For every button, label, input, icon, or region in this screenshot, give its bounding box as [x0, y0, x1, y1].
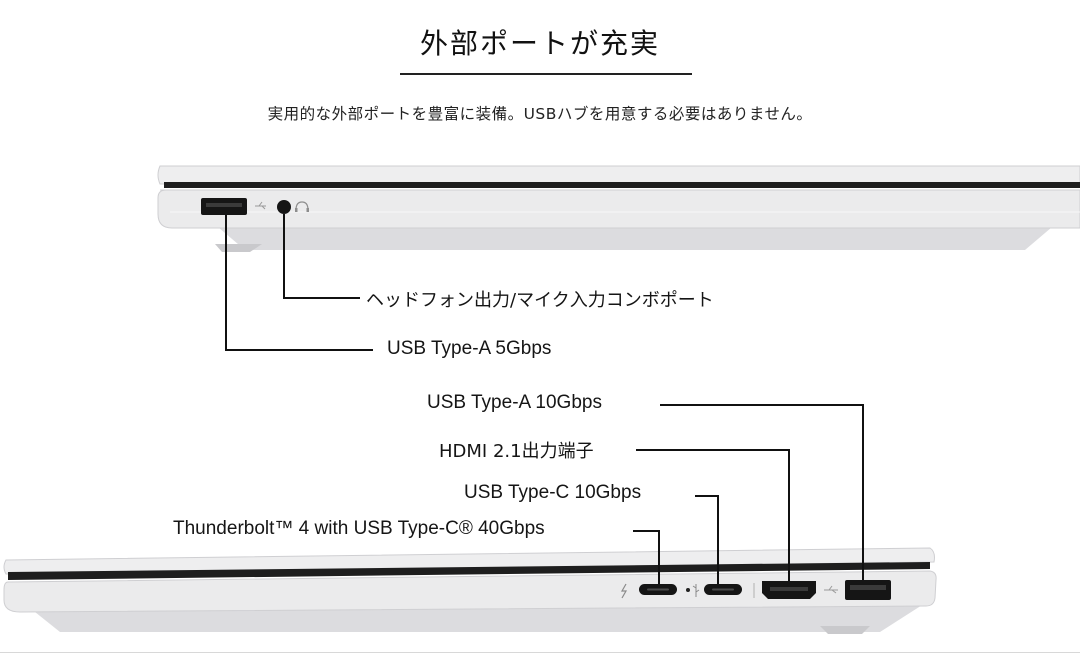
section-subtitle: 実用的な外部ポートを豊富に装備。USBハブを用意する必要はありません。	[267, 105, 813, 123]
section-title: 外部ポートが充実	[419, 27, 660, 60]
laptop-left-side-view	[157, 165, 1080, 351]
usb-symbol-icon	[692, 584, 700, 597]
title-underline	[400, 73, 692, 75]
leader-line-thunderbolt	[633, 530, 660, 584]
leader-line-usb-a-5gbps	[225, 215, 373, 351]
usb-symbol-icon	[255, 201, 266, 210]
leader-line-usb-a-10gbps	[660, 404, 864, 580]
headphone-icon	[295, 201, 309, 212]
usb-a-10gbps-port	[845, 580, 891, 600]
thunderbolt-usb-c-port	[639, 584, 677, 595]
lid-seam-top	[164, 182, 1080, 188]
headphone-jack-port	[277, 200, 291, 214]
usb-a-5gbps-port	[201, 198, 247, 215]
label-usb-a-10gbps: USB Type-A 10Gbps	[427, 392, 602, 413]
label-hdmi: HDMI 2.1出力端子	[439, 441, 594, 462]
lid-seam-bottom	[8, 562, 930, 580]
label-headphone-combo-port: ヘッドフォン出力/マイク入力コンボポート	[366, 290, 714, 311]
label-thunderbolt-4: Thunderbolt™ 4 with USB Type-C® 40Gbps	[173, 518, 545, 539]
usb-c-10gbps-port	[704, 584, 742, 595]
leader-line-usb-c-10gbps	[695, 495, 719, 584]
laptop-right-side-view	[3, 404, 937, 634]
label-usb-c-10gbps: USB Type-C 10Gbps	[464, 482, 642, 503]
leader-line-hdmi	[636, 449, 790, 581]
leader-line-headphone	[283, 214, 360, 299]
power-led-icon	[686, 588, 690, 592]
bottom-divider	[0, 652, 1080, 653]
thunderbolt-icon	[620, 583, 628, 599]
label-usb-a-5gbps: USB Type-A 5Gbps	[387, 338, 552, 359]
hdmi-port	[762, 581, 816, 599]
usb-ss-icon	[824, 585, 838, 594]
